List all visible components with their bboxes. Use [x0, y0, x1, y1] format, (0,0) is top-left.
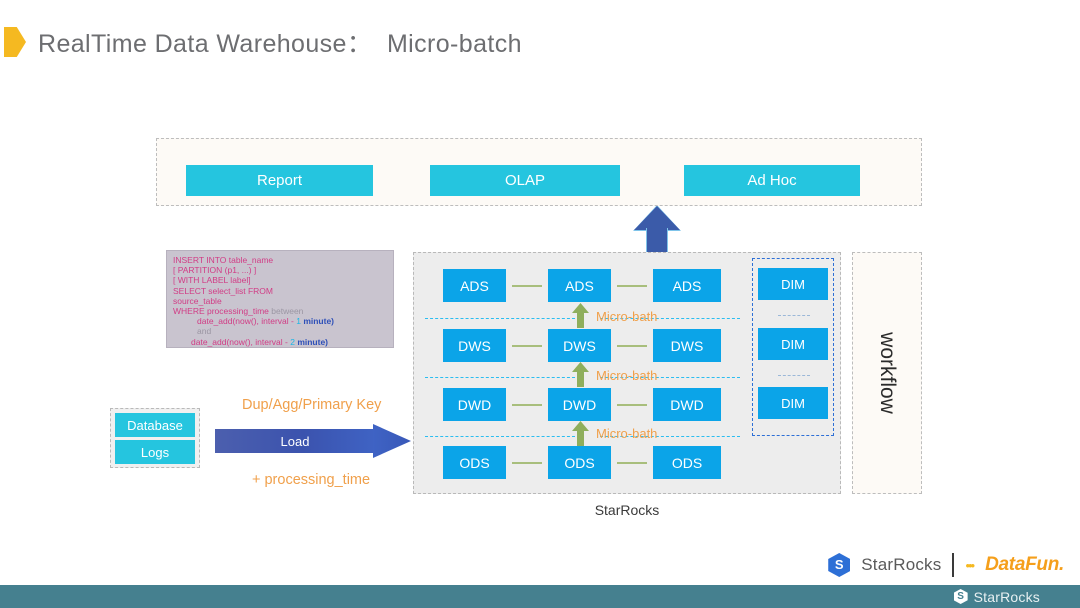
connector-dws-2 [617, 345, 647, 347]
sql-line-2: [ PARTITION (p1, ...) ] [173, 265, 257, 276]
connector-dwd-1 [512, 404, 542, 406]
connector-ads-1 [512, 285, 542, 287]
logo-divider [952, 553, 955, 577]
layer-box-dwd-3[interactable]: DWD [653, 388, 721, 421]
sql-line-6-keyword: WHERE processing_time [173, 306, 272, 317]
layer-box-dwd-1[interactable]: DWD [443, 388, 506, 421]
footer-bar: S StarRocks [0, 585, 1080, 608]
arrow-up-icon-micro-batch-1 [572, 303, 589, 328]
dim-box-1[interactable]: DIM [758, 268, 828, 300]
layer-box-ods-2[interactable]: ODS [548, 446, 611, 479]
consumer-box-adhoc[interactable]: Ad Hoc [684, 165, 860, 196]
connector-ads-2 [617, 285, 647, 287]
sql-line-7-unit: minute) [300, 316, 335, 327]
sql-line-4: SELECT select_list FROM [173, 285, 273, 296]
page-title: RealTime Data Warehouse： Micro-batch [38, 30, 522, 58]
arrow-up-icon-micro-batch-3 [572, 421, 589, 446]
dim-box-3[interactable]: DIM [758, 387, 828, 419]
arrow-up-head [634, 206, 680, 230]
micro-batch-label-1: Micro-bath [596, 309, 658, 324]
starrocks-logo-icon-footer: S [953, 589, 968, 604]
dim-separator-1 [778, 315, 810, 316]
layer-box-ads-2[interactable]: ADS [548, 269, 611, 302]
micro-batch-label-2: Micro-bath [596, 368, 658, 383]
connector-dws-1 [512, 345, 542, 347]
starrocks-logo-icon: S [828, 553, 851, 577]
sql-line-3: [ WITH LABEL label] [173, 275, 251, 286]
connector-ods-2 [617, 462, 647, 464]
arrow-bullet-icon [4, 27, 26, 57]
sql-line-6-between: between [271, 306, 304, 317]
warehouse-caption: StarRocks [594, 502, 660, 518]
sql-line-9-number: 2 [290, 336, 295, 347]
sql-line-9-unit: minute) [294, 336, 329, 347]
starrocks-hex-shape [828, 553, 851, 577]
workflow-panel: workflow [852, 252, 922, 494]
separator-line-ads-left [425, 318, 575, 319]
slide-header: RealTime Data Warehouse： Micro-batch [0, 22, 522, 62]
separator-line-dws-right [600, 377, 740, 378]
connector-dwd-2 [617, 404, 647, 406]
separator-line-dwd-right [600, 436, 740, 437]
dim-box-2[interactable]: DIM [758, 328, 828, 360]
layer-box-ads-3[interactable]: ADS [653, 269, 721, 302]
footer-bar-label: StarRocks [973, 588, 1040, 605]
green-arrow-shaft [577, 311, 584, 328]
connector-ods-1 [512, 462, 542, 464]
green-arrow-head [572, 362, 589, 372]
green-arrow-head [572, 303, 589, 313]
starrocks-wordmark: StarRocks [861, 555, 942, 574]
footer-logos: S StarRocks ••• DataFun. [828, 548, 1064, 582]
separator-line-ads-right [600, 318, 740, 319]
source-item-logs[interactable]: Logs [115, 440, 195, 464]
layer-box-dws-2[interactable]: DWS [548, 329, 611, 362]
starrocks-hex-shape-footer [953, 589, 968, 604]
processing-time-label: + processing_time [252, 472, 371, 488]
consumer-box-olap[interactable]: OLAP [430, 165, 620, 196]
dim-separator-2 [778, 375, 810, 376]
data-source-panel: Database Logs [110, 408, 200, 468]
sql-line-8-and: and [197, 326, 212, 337]
starrocks-s-glyph: S [834, 557, 844, 572]
sql-line-7-fn: date_add(now(), interval - [197, 316, 297, 327]
sql-line-5: source_table [173, 295, 222, 306]
sql-snippet-panel: INSERT INTO table_name [ PARTITION (p1, … [166, 250, 394, 348]
green-arrow-shaft [577, 429, 584, 446]
datafun-wordmark: DataFun. [985, 554, 1064, 575]
sql-line-1: INSERT INTO table_name [173, 255, 274, 265]
layer-box-ods-3[interactable]: ODS [653, 446, 721, 479]
dimension-group-panel [752, 258, 834, 436]
arrow-up-shaft [646, 228, 668, 253]
separator-line-dwd-left [425, 436, 575, 437]
datafun-dots-icon: ••• [965, 557, 975, 573]
green-arrow-head [572, 421, 589, 431]
load-arrow-tip [373, 424, 411, 458]
layer-box-ods-1[interactable]: ODS [443, 446, 506, 479]
starrocks-s-glyph-footer: S [957, 591, 964, 602]
separator-line-dws-left [425, 377, 575, 378]
arrow-right-icon: Load [215, 424, 411, 458]
load-arrow-body [215, 429, 375, 453]
layer-box-ads-1[interactable]: ADS [443, 269, 506, 302]
source-item-database[interactable]: Database [115, 413, 195, 437]
consumer-box-report[interactable]: Report [186, 165, 373, 196]
arrow-up-icon-micro-batch-2 [572, 362, 589, 387]
layer-box-dws-1[interactable]: DWS [443, 329, 506, 362]
workflow-label: workflow [876, 332, 899, 414]
load-arrow-label: Load [280, 433, 310, 449]
layer-box-dws-3[interactable]: DWS [653, 329, 721, 362]
green-arrow-shaft [577, 370, 584, 387]
arrow-up-icon [633, 205, 681, 253]
sql-line-9-fn: date_add(now(), interval - [191, 336, 291, 347]
micro-batch-label-3: Micro-bath [596, 426, 658, 441]
layer-box-dwd-2[interactable]: DWD [548, 388, 611, 421]
sql-line-7-number: 1 [296, 316, 301, 327]
dup-agg-primary-key-label: Dup/Agg/Primary Key [242, 397, 382, 413]
